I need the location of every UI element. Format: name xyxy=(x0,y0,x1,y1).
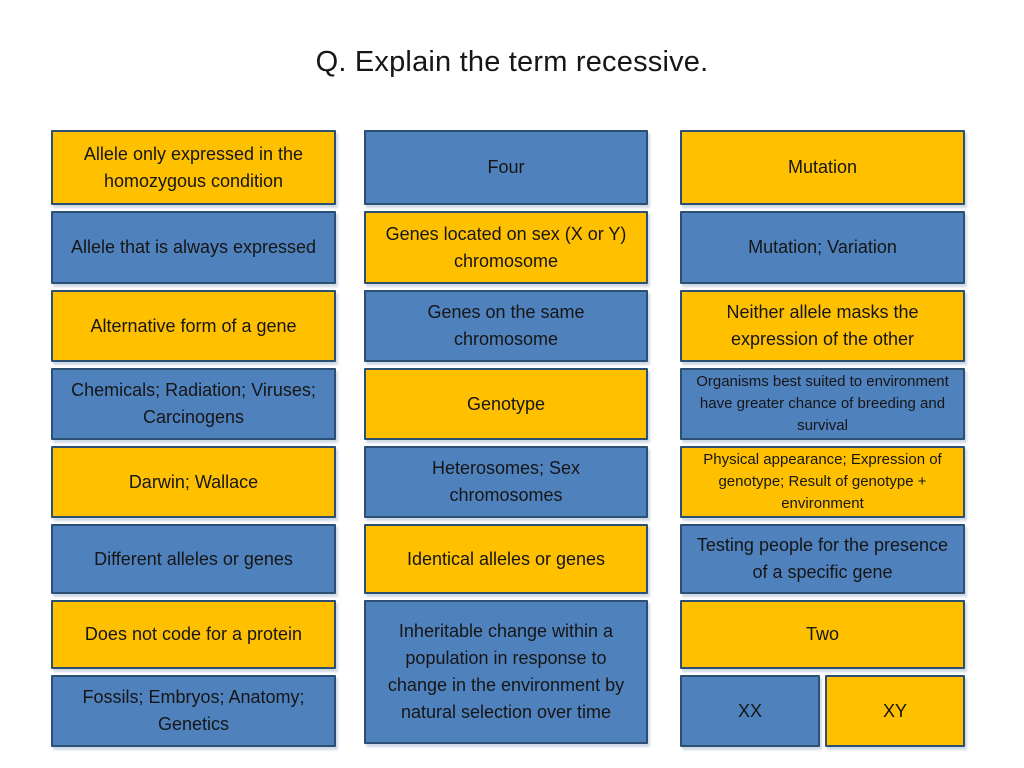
card-allele-only-expressed-in: Allele only expressed in the homozygous … xyxy=(51,130,336,205)
card-different-alleles-or-genes: Different alleles or genes xyxy=(51,524,336,594)
card-darwin-wallace: Darwin; Wallace xyxy=(51,446,336,518)
card-heterosomes-sex-chromosomes: Heterosomes; Sex chromosomes xyxy=(364,446,648,518)
card-identical-alleles-or-genes: Identical alleles or genes xyxy=(364,524,648,594)
card-two: Two xyxy=(680,600,965,669)
card-allele-that-is-always: Allele that is always expressed xyxy=(51,211,336,284)
card-fossils-embryos-anatomy-genetics: Fossils; Embryos; Anatomy; Genetics xyxy=(51,675,336,747)
card-inheritable-change-within-a: Inheritable change within a population i… xyxy=(364,600,648,744)
card-alternative-form-of-a: Alternative form of a gene xyxy=(51,290,336,362)
card-genotype: Genotype xyxy=(364,368,648,440)
page-title: Q. Explain the term recessive. xyxy=(315,46,709,78)
column-1: Allele only expressed in the homozygous … xyxy=(51,130,336,753)
card-physical-appearance-expression-of: Physical appearance; Expression of genot… xyxy=(680,446,965,518)
card-genes-on-the-same: Genes on the same chromosome xyxy=(364,290,648,362)
card-does-not-code-for: Does not code for a protein xyxy=(51,600,336,669)
card-neither-allele-masks-the: Neither allele masks the expression of t… xyxy=(680,290,965,362)
card-genes-located-on-sex: Genes located on sex (X or Y) chromosome xyxy=(364,211,648,284)
card-four: Four xyxy=(364,130,648,205)
card-chemicals-radiation-viruses-carcinogens: Chemicals; Radiation; Viruses; Carcinoge… xyxy=(51,368,336,440)
card-organisms-best-suited-to: Organisms best suited to environment hav… xyxy=(680,368,965,440)
card-xx: XX xyxy=(680,675,820,747)
card-xy: XY xyxy=(825,675,965,747)
card-mutation-variation: Mutation; Variation xyxy=(680,211,965,284)
card-mutation: Mutation xyxy=(680,130,965,205)
card-testing-people-for-the: Testing people for the presence of a spe… xyxy=(680,524,965,594)
